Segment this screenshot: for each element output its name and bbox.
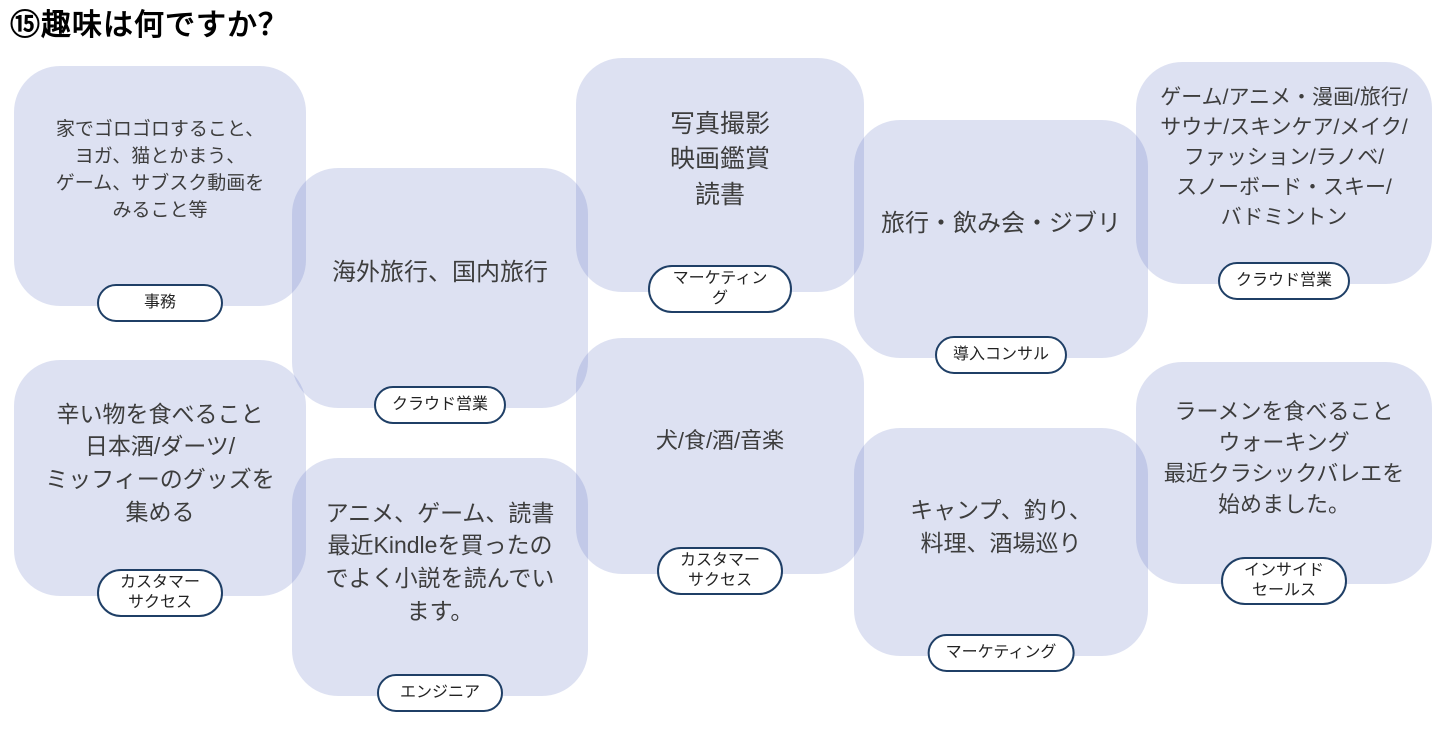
role-badge-label: エンジニア (399, 684, 480, 701)
hobby-text: 犬/食/酒/音楽 (655, 428, 785, 454)
hobby-text: 海外旅行、国内旅行 (332, 258, 548, 286)
role-badge-label: クラウド営業 (391, 396, 489, 413)
hobby-card-marketing-1: 写真撮影 映画鑑賞 読書 マーケティング (576, 58, 864, 313)
hobby-card-engineer: アニメ、ゲーム、読書 最近Kindleを買ったの でよく小説を読んでい ます。 … (292, 458, 588, 712)
hobby-card-marketing-2: キャンプ、釣り、 料理、酒場巡り マーケティング (854, 428, 1148, 672)
role-badge: エンジニア (377, 674, 503, 712)
hobby-card-cloud-sales-2: ゲーム/アニメ・漫画/旅行/ サウナ/スキンケア/メイク/ ファッション/ラノベ… (1136, 62, 1432, 300)
role-badge: マーケティング (927, 634, 1075, 672)
role-badge-label: マーケティング (945, 644, 1057, 661)
hobby-card-inside-sales: ラーメンを食べること ウォーキング 最近クラシックバレエを 始めました。 インサ… (1136, 362, 1432, 605)
role-badge-label: クラウド営業 (1235, 272, 1333, 289)
role-badge-label: 事務 (143, 294, 176, 311)
role-badge: クラウド営業 (1217, 262, 1351, 300)
role-badge: 導入コンサル (934, 336, 1068, 374)
role-badge-label: マーケティング (672, 270, 768, 307)
role-badge: カスタマー サクセス (657, 547, 783, 595)
hobby-text: ゲーム/アニメ・漫画/旅行/ サウナ/スキンケア/メイク/ ファッション/ラノベ… (1160, 86, 1408, 229)
hobby-card-onboarding-consultant: 旅行・飲み会・ジブリ 導入コンサル (854, 120, 1148, 374)
hobby-text: アニメ、ゲーム、読書 最近Kindleを買ったの でよく小説を読んでい ます。 (325, 499, 555, 624)
hobby-text: 家でゴロゴロすること、 ヨガ、猫とかまう、 ゲーム、サブスク動画を みること等 (55, 119, 265, 221)
role-badge: 事務 (97, 284, 223, 322)
role-badge: マーケティング (648, 265, 792, 313)
hobby-text: キャンプ、釣り、 料理、酒場巡り (910, 497, 1092, 556)
role-badge-label: 導入コンサル (952, 346, 1050, 363)
hobby-card-jimu: 家でゴロゴロすること、 ヨガ、猫とかまう、 ゲーム、サブスク動画を みること等 … (14, 66, 306, 322)
role-badge-label: カスタマー サクセス (119, 574, 200, 611)
hobby-card-customer-success-2: 犬/食/酒/音楽 カスタマー サクセス (576, 338, 864, 595)
hobby-text: 写真撮影 映画鑑賞 読書 (669, 109, 770, 209)
hobby-card-cloud-sales-1: 海外旅行、国内旅行 クラウド営業 (292, 168, 588, 424)
page-title: ⑮趣味は何ですか？ (10, 9, 289, 42)
role-badge-label: インサイド セールス (1243, 562, 1324, 599)
role-badge: クラウド営業 (373, 386, 507, 424)
role-badge: インサイド セールス (1221, 557, 1347, 605)
hobby-text: 辛い物を食べること 日本酒/ダーツ/ ミッフィーのグッズを 集める (45, 400, 275, 525)
role-badge-label: カスタマー サクセス (679, 552, 760, 589)
hobby-text: ラーメンを食べること ウォーキング 最近クラシックバレエを 始めました。 (1163, 398, 1405, 518)
hobby-card-customer-success-1: 辛い物を食べること 日本酒/ダーツ/ ミッフィーのグッズを 集める カスタマー … (14, 360, 306, 617)
hobby-text: 旅行・飲み会・ジブリ (881, 209, 1121, 237)
role-badge: カスタマー サクセス (97, 569, 223, 617)
